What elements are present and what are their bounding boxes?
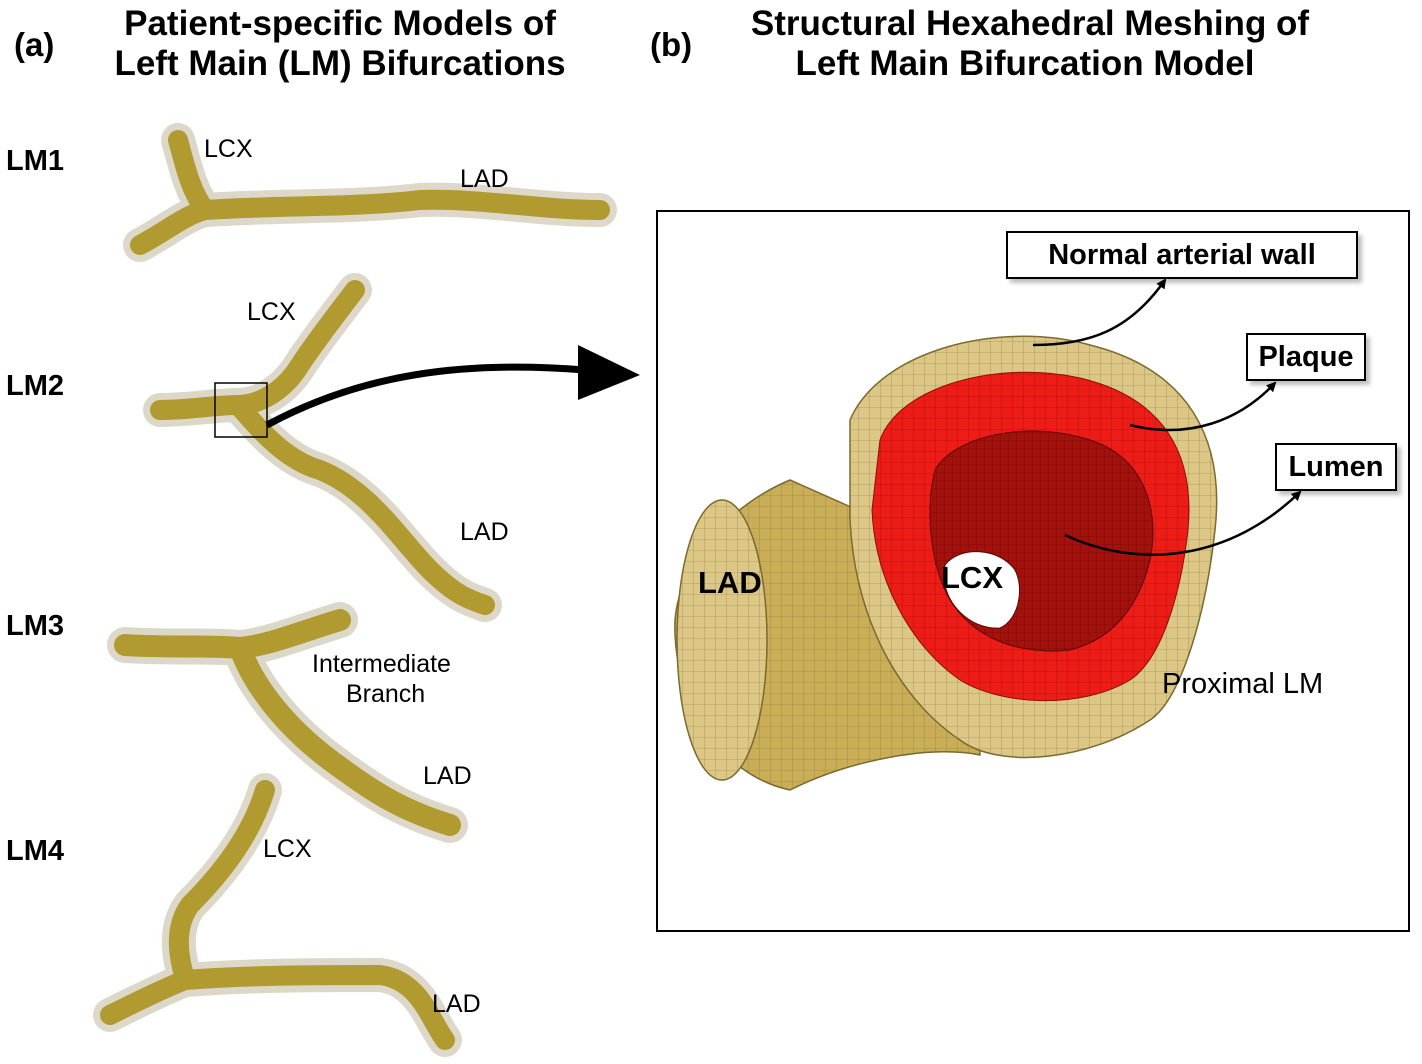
lm2-lad-label: LAD — [460, 518, 509, 546]
lm3-lad-label: LAD — [423, 762, 472, 790]
panel-a-letter: (a) — [14, 26, 55, 63]
lm1-vessel-model — [123, 123, 617, 262]
wall-callout-arrow — [1032, 278, 1167, 347]
lm4-vessel-model — [93, 773, 462, 1057]
panel-b-title-line1: Structural Hexahedral Meshing of — [750, 4, 1310, 43]
lm2-lcx-label: LCX — [247, 298, 296, 326]
lm3-vessel-model — [107, 602, 468, 843]
panel-a-title-line1: Patient-specific Models of — [124, 4, 556, 43]
lm4-lad-label: LAD — [432, 990, 481, 1018]
lm3-branch-label: Branch — [346, 680, 426, 708]
callout-plaque: Plaque — [1246, 333, 1366, 381]
lumen-callout-arrow — [1064, 490, 1302, 556]
lm2-vessel-model — [143, 273, 502, 622]
lm1-lad-label: LAD — [460, 165, 509, 193]
panel-b-letter: (b) — [650, 26, 693, 63]
lcx-opening — [944, 551, 1021, 629]
zoom-connector-arrow — [265, 363, 586, 429]
panel-a-title-line2: Left Main (LM) Bifurcations — [114, 44, 566, 83]
panel-b-frame — [656, 210, 1410, 932]
mesh-lcx-label: LCX — [941, 560, 1003, 595]
lm4-label: LM4 — [6, 835, 64, 867]
plaque-callout-arrow — [1129, 381, 1277, 432]
lm4-lcx-label: LCX — [263, 835, 312, 863]
lm3-label: LM3 — [6, 610, 64, 642]
panel-b-title-line2: Left Main Bifurcation Model — [795, 44, 1255, 83]
lm2-label: LM2 — [6, 370, 64, 402]
mesh-proximal-lm-label: Proximal LM — [1162, 668, 1324, 700]
lm1-lcx-label: LCX — [204, 135, 253, 163]
lm3-intermediate-label: Intermediate — [312, 650, 451, 678]
lad-cut-face — [676, 499, 768, 781]
zoom-arrow-head — [578, 345, 640, 400]
mesh-lad-label: LAD — [698, 565, 762, 600]
lm1-label: LM1 — [6, 145, 64, 177]
callout-lumen: Lumen — [1275, 443, 1397, 491]
lm2-zoom-box — [214, 382, 268, 438]
hexahedral-mesh-model — [674, 335, 1218, 791]
callout-normal-arterial-wall: Normal arterial wall — [1006, 231, 1358, 279]
